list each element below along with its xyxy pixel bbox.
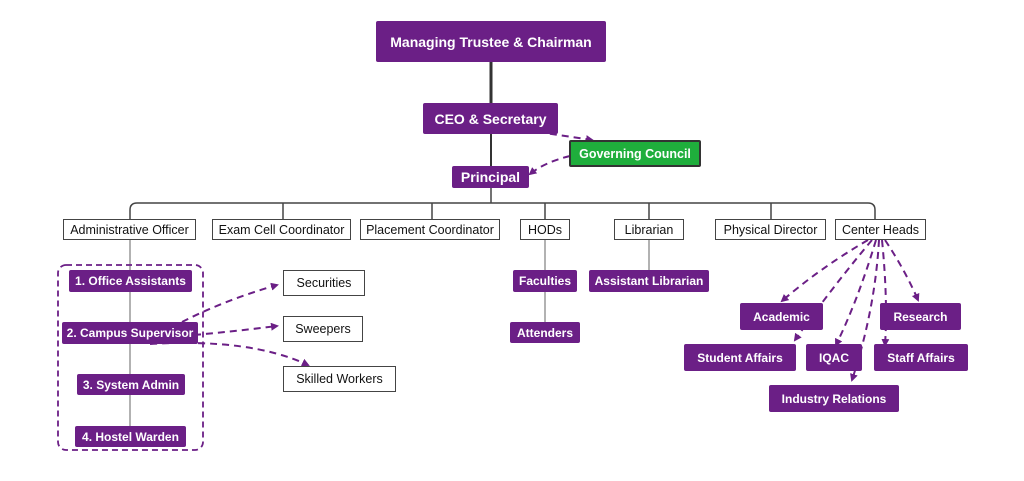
dept-center-heads: Center Heads — [835, 219, 926, 240]
librarian-assistant: Assistant Librarian — [589, 270, 709, 292]
admin-office-assistants: 1. Office Assistants — [69, 270, 192, 292]
center-staff-affairs: Staff Affairs — [874, 344, 968, 371]
principal-box: Principal — [452, 166, 529, 188]
admin-campus-supervisor: 2. Campus Supervisor — [62, 322, 198, 344]
staff-sweepers: Sweepers — [283, 316, 363, 342]
dept-administrative-officer: Administrative Officer — [63, 219, 196, 240]
staff-securities: Securities — [283, 270, 365, 296]
dept-exam-cell-coordinator: Exam Cell Coordinator — [212, 219, 351, 240]
center-iqac: IQAC — [806, 344, 862, 371]
center-industry-relations: Industry Relations — [769, 385, 899, 412]
hod-attenders: Attenders — [510, 322, 580, 343]
dept-placement-coordinator: Placement Coordinator — [360, 219, 500, 240]
staff-skilled-workers: Skilled Workers — [283, 366, 396, 392]
hod-faculties: Faculties — [513, 270, 577, 292]
admin-hostel-warden: 4. Hostel Warden — [75, 426, 186, 447]
dept-librarian: Librarian — [614, 219, 684, 240]
ceo-box: CEO & Secretary — [423, 103, 558, 134]
admin-system-admin: 3. System Admin — [77, 374, 185, 395]
center-academic: Academic — [740, 303, 823, 330]
dept-hods: HODs — [520, 219, 570, 240]
chairman-box: Managing Trustee & Chairman — [376, 21, 606, 62]
center-research: Research — [880, 303, 961, 330]
governing-council-box: Governing Council — [569, 140, 701, 167]
dept-physical-director: Physical Director — [715, 219, 826, 240]
center-student-affairs: Student Affairs — [684, 344, 796, 371]
